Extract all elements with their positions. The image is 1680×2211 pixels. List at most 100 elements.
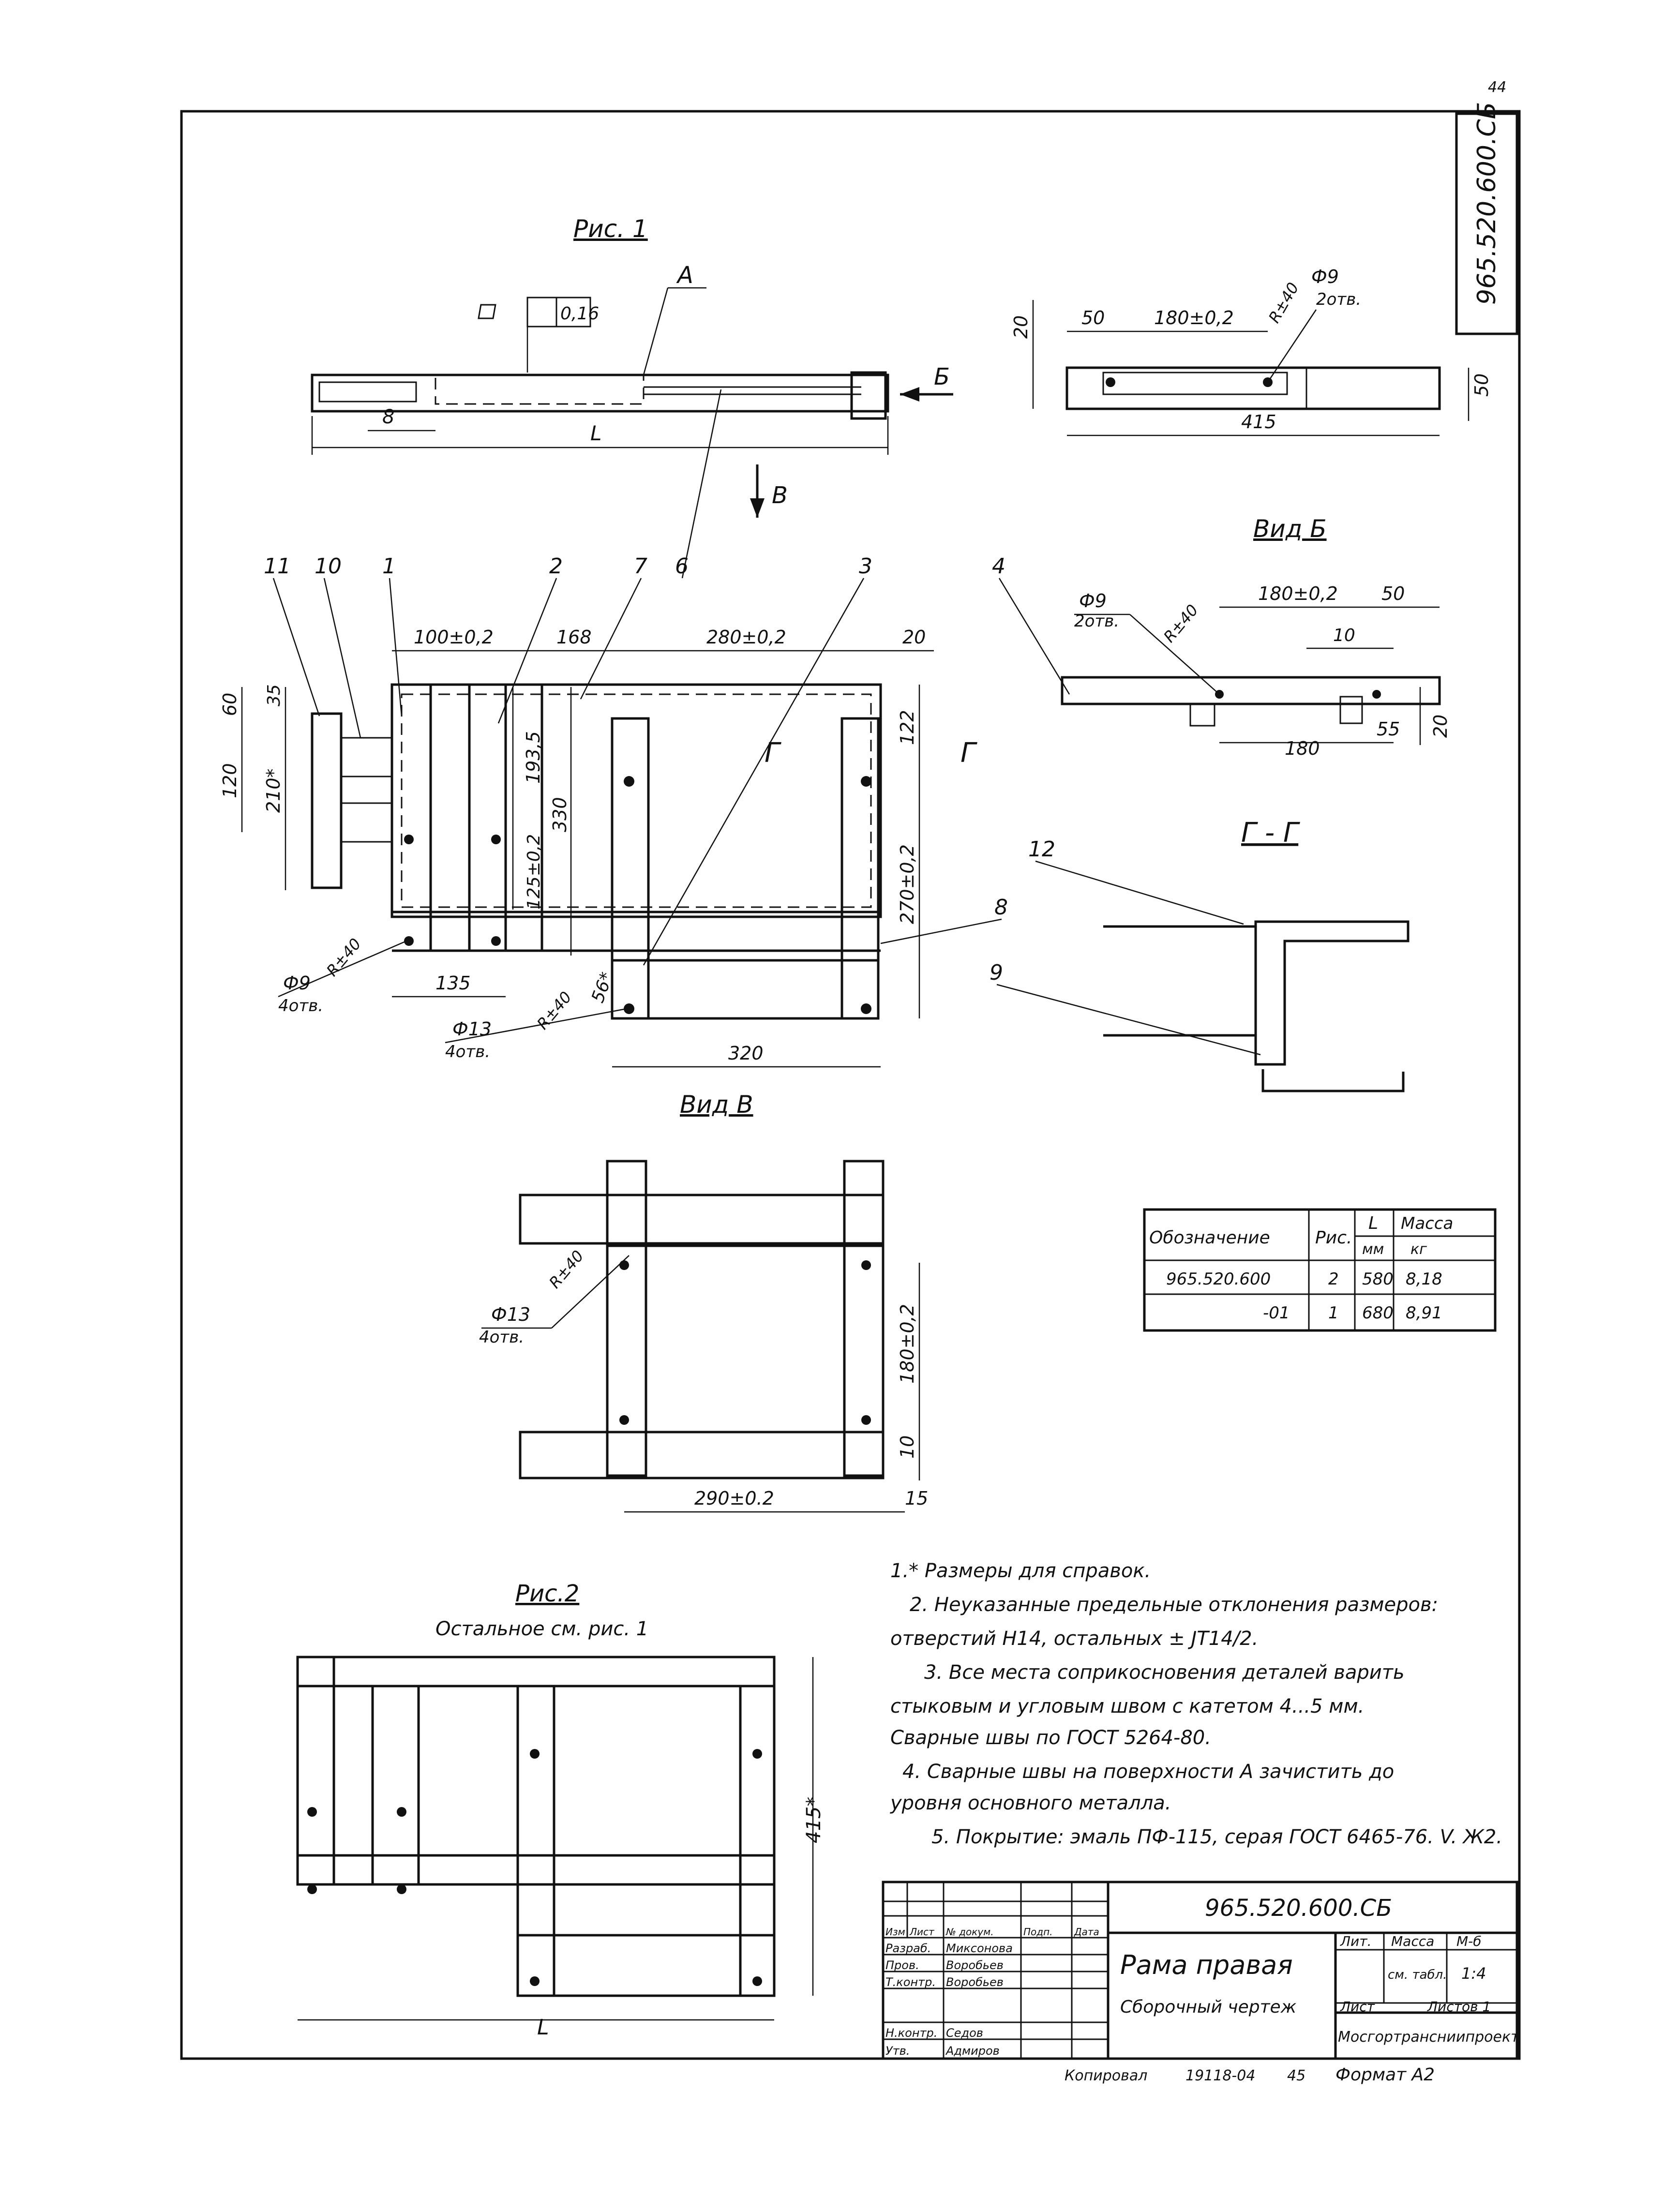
dim-270: 270±0,2 — [897, 844, 918, 924]
notes-block: 1.* Размеры для справок. 2. Неуказанные … — [890, 1560, 1502, 1848]
doc-code-vertical: 965.520.600.СБ — [1472, 102, 1501, 305]
note-2b: отверстий Н14, остальных ± JT14/2. — [890, 1628, 1258, 1650]
fig1-title: Рис. 1 — [573, 215, 648, 243]
pos-2: 2 — [549, 554, 563, 579]
holes4-label-a: 4отв. — [278, 996, 323, 1016]
tb-lit: Лит. — [1340, 1933, 1371, 1949]
footer-num: 19118-04 — [1185, 2067, 1255, 2084]
view-B-title: Вид Б — [1253, 515, 1327, 543]
view-B: Вид Б 180±0,2 50 10 180 55 20 Ф9 2отв. R… — [1061, 515, 1451, 759]
tb-person-4: Седов — [946, 2026, 983, 2040]
table-row1-mass: 8,18 — [1406, 1270, 1442, 1289]
dim-168: 168 — [556, 627, 592, 648]
pos-7: 7 — [634, 554, 647, 579]
tb-person-5: Адмиров — [945, 2044, 1000, 2058]
fig2-dim-415: 415* — [803, 1797, 825, 1843]
pos-12: 12 — [1028, 837, 1055, 862]
dim-210: 210* — [263, 768, 284, 813]
tb-doc-type: Сборочный чертеж — [1120, 1997, 1297, 2017]
vv-dim-290: 290±0.2 — [694, 1488, 774, 1509]
note-2a: 2. Неуказанные предельные отклонения раз… — [910, 1594, 1438, 1616]
fig1-plan-view: Г Г 11 10 1 2 7 6 3 4 8 12 9 100±0,2 168… — [219, 389, 1261, 1068]
table-header-designation: Обозначение — [1149, 1228, 1270, 1248]
tb-sheets: Листов 1 — [1427, 1999, 1491, 2015]
dim-20: 20 — [902, 627, 926, 648]
fig1-dim-8: 8 — [382, 406, 394, 428]
footer-45: 45 — [1287, 2067, 1305, 2084]
note-3b: стыковым и угловым швом с катетом 4...5 … — [890, 1695, 1364, 1718]
table-unit-mm: мм — [1362, 1241, 1384, 1258]
dim-60: 60 — [219, 693, 240, 716]
label-A: А — [676, 262, 693, 289]
note-3a: 3. Все места соприкосновения деталей вар… — [924, 1661, 1405, 1684]
table-header-mass: Масса — [1401, 1214, 1453, 1233]
tb-role-5: Утв. — [885, 2044, 910, 2058]
r40-label-b: R±40 — [533, 988, 575, 1033]
dim-320: 320 — [728, 1043, 764, 1064]
fig1-side-view: Рис. 1 L 8 0,16 А Б В — [311, 215, 953, 518]
tr-dim-415: 415 — [1241, 411, 1276, 433]
section-GG: Г - Г — [1103, 817, 1410, 1092]
tb-mass: Масса — [1391, 1933, 1434, 1949]
tr-dim-50b: 50 — [1471, 373, 1492, 397]
phi13-label: Ф13 — [452, 1018, 492, 1040]
fig2-dim-L: L — [537, 2015, 549, 2040]
vb-phi9: Ф9 — [1079, 590, 1107, 612]
table-header-fig: Рис. — [1315, 1228, 1352, 1248]
tb-mass-val: см. табл. — [1388, 1968, 1447, 1982]
tr-r40: R±40 — [1265, 279, 1303, 326]
dim-280: 280±0,2 — [706, 627, 786, 648]
tb-org: Мосгортрансниипроект — [1338, 2029, 1520, 2046]
vb-dim-20: 20 — [1430, 715, 1451, 738]
arrow-label-B: Б — [934, 363, 950, 390]
table-row1-L: 580 — [1362, 1270, 1394, 1289]
tr-dim-180: 180±0,2 — [1154, 307, 1234, 329]
pos-10: 10 — [315, 554, 342, 579]
tb-scale-val: 1:4 — [1461, 1964, 1486, 1983]
dim-125: 125±0,2 — [524, 834, 544, 910]
footer-format: Формат А2 — [1335, 2065, 1435, 2085]
r40-label-a: R±40 — [323, 935, 365, 980]
vv-phi13: Ф13 — [491, 1304, 530, 1325]
page-number: 44 — [1488, 79, 1506, 96]
tb-scale-hdr: М-б — [1456, 1933, 1482, 1949]
phi9-label: Ф9 — [283, 972, 311, 994]
variant-table: Обозначение Рис. L Масса мм кг 965.520.6… — [1143, 1208, 1497, 1332]
table-row2-mass: 8,91 — [1406, 1303, 1442, 1323]
vv-dim-10: 10 — [897, 1435, 918, 1459]
vv-holes4: 4отв. — [479, 1328, 524, 1347]
vb-dim-180b: 180 — [1285, 738, 1320, 759]
section-mark-left: Г — [765, 737, 781, 769]
tb-hdr-date: Дата — [1074, 1926, 1099, 1938]
tb-code: 965.520.600.СБ — [1205, 1895, 1392, 1922]
dim-120: 120 — [219, 763, 240, 798]
tr-phi9: Ф9 — [1311, 266, 1339, 287]
tb-hdr-list: Лист — [909, 1926, 935, 1938]
tr-dim-20: 20 — [1010, 315, 1032, 339]
table-row2-fig: 1 — [1328, 1303, 1339, 1323]
view-V: Вид В 180±0,2 10 290±0.2 15 Ф13 4отв. R±… — [479, 1091, 928, 1513]
tb-role-4: Н.контр. — [885, 2026, 937, 2040]
tb-hdr-doc: № докум. — [945, 1926, 994, 1938]
vv-dim-180: 180±0,2 — [897, 1304, 918, 1384]
tb-hdr-sign: Подп. — [1023, 1926, 1053, 1938]
sheet-border — [180, 110, 1521, 2060]
holes4-label-b: 4отв. — [445, 1042, 490, 1061]
title-block: 965.520.600.СБ Рама правая Сборочный чер… — [882, 1881, 1520, 2060]
dim-330: 330 — [549, 797, 570, 832]
vb-dim-180: 180±0,2 — [1258, 583, 1338, 604]
table-row1-fig: 2 — [1328, 1270, 1339, 1289]
table-row1-designation: 965.520.600 — [1166, 1270, 1271, 1289]
dim-193: 193,5 — [523, 731, 544, 784]
note-1: 1.* Размеры для справок. — [890, 1560, 1151, 1582]
table-row2-designation: -01 — [1263, 1303, 1290, 1323]
fig1-dim-L: L — [590, 421, 601, 445]
vv-dim-15: 15 — [905, 1488, 928, 1509]
pos-11: 11 — [264, 554, 291, 579]
tb-person-3: Воробьев — [946, 1975, 1004, 1989]
tb-name: Рама правая — [1120, 1950, 1293, 1980]
tb-hdr-izm: Изм — [885, 1926, 905, 1938]
pos-4: 4 — [992, 554, 1005, 579]
dim-100: 100±0,2 — [414, 627, 494, 648]
